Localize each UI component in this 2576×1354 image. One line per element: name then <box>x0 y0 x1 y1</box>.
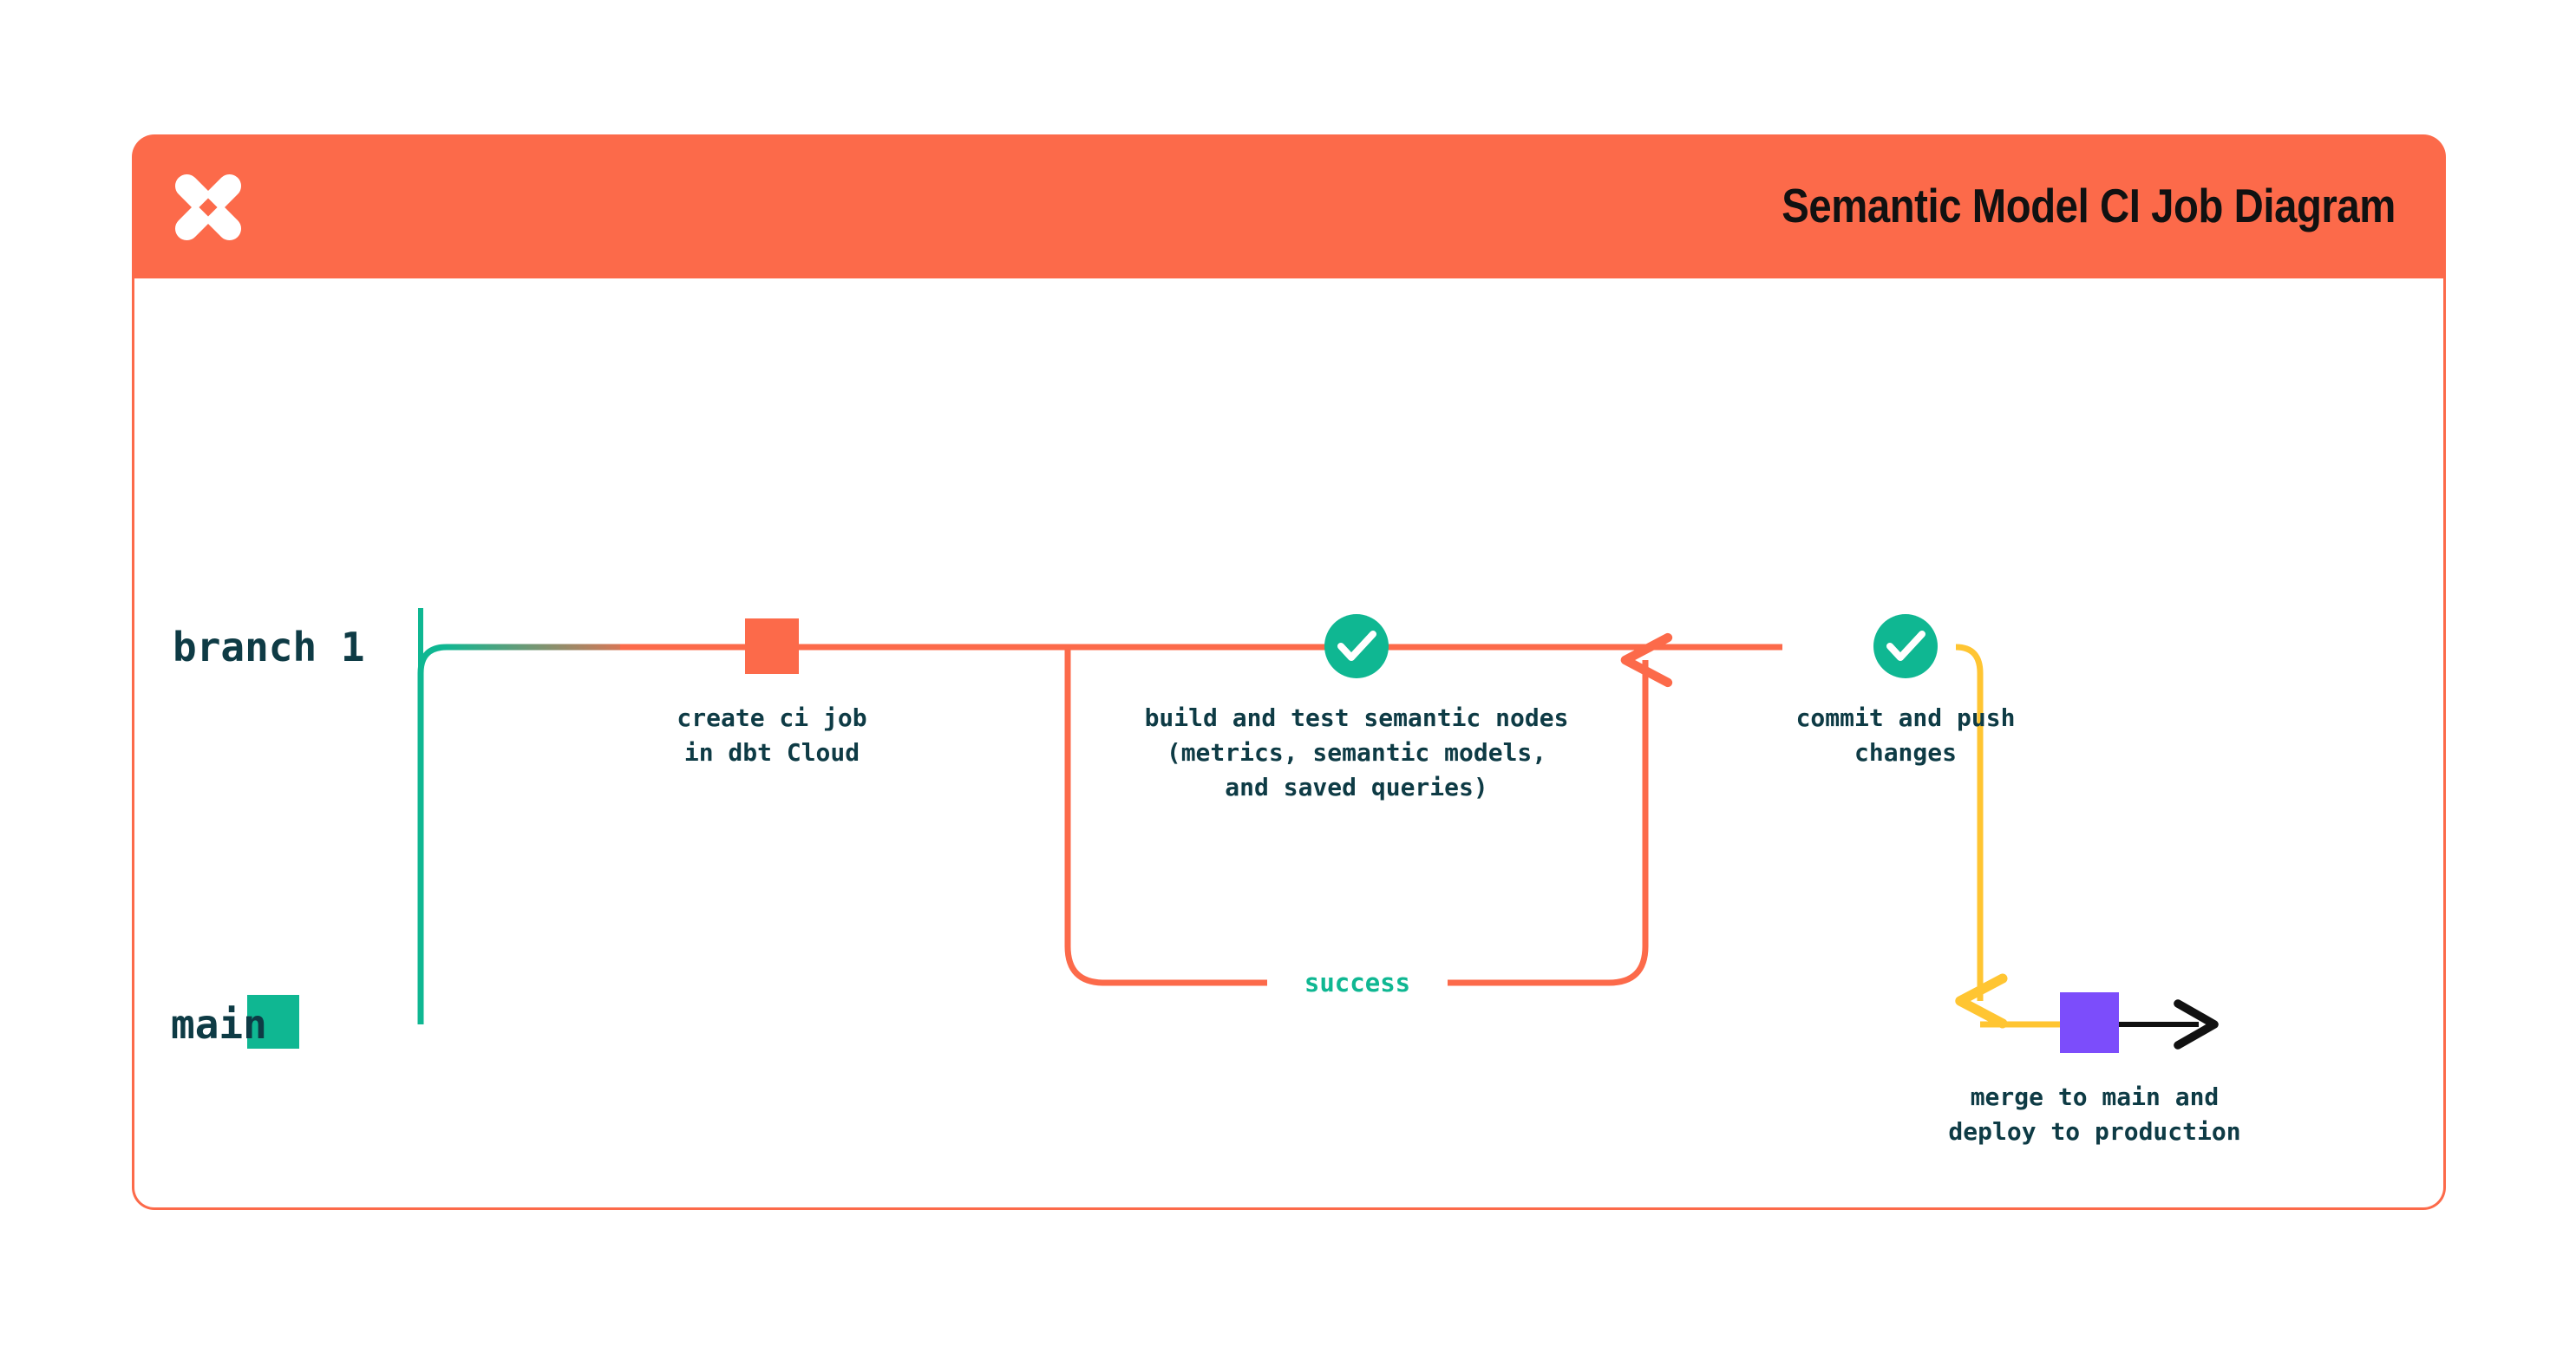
node-label-build-and-test: build and test semantic nodes (metrics, … <box>1144 703 1569 801</box>
edge-merge-down <box>1955 644 2060 1029</box>
edge-label-success: success <box>1267 971 1448 996</box>
ci-job-diagram: branch 1 main create ci job in dbt Cloud… <box>134 278 2449 1354</box>
edge-branch-out <box>417 644 655 1024</box>
lane-label-branch1: branch 1 <box>173 624 365 670</box>
diagram-card: Semantic Model CI Job Diagram <box>132 134 2446 1210</box>
card-body: branch 1 main create ci job in dbt Cloud… <box>132 278 2446 1210</box>
node-build-and-test-marker <box>1324 614 1389 678</box>
node-label-create-ci-job: create ci job in dbt Cloud <box>677 703 867 767</box>
page-title: Semantic Model CI Job Diagram <box>1782 179 2396 232</box>
node-merge-to-main-marker <box>2060 992 2119 1053</box>
card-header: Semantic Model CI Job Diagram <box>132 134 2446 280</box>
dbt-logo-icon <box>167 166 250 249</box>
screenshot-root: Semantic Model CI Job Diagram <box>132 134 2446 1210</box>
lane-label-main: main <box>171 1001 267 1048</box>
node-create-ci-job-marker <box>745 618 799 674</box>
node-commit-and-push-marker <box>1873 614 1938 678</box>
node-label-commit-and-push: commit and push changes <box>1795 703 2016 767</box>
branch-lane-tick <box>418 608 423 688</box>
node-label-merge-to-main: merge to main and deploy to production <box>1948 1083 2241 1146</box>
edge-success-loop <box>1064 632 1673 986</box>
node-main-start <box>247 995 299 1049</box>
